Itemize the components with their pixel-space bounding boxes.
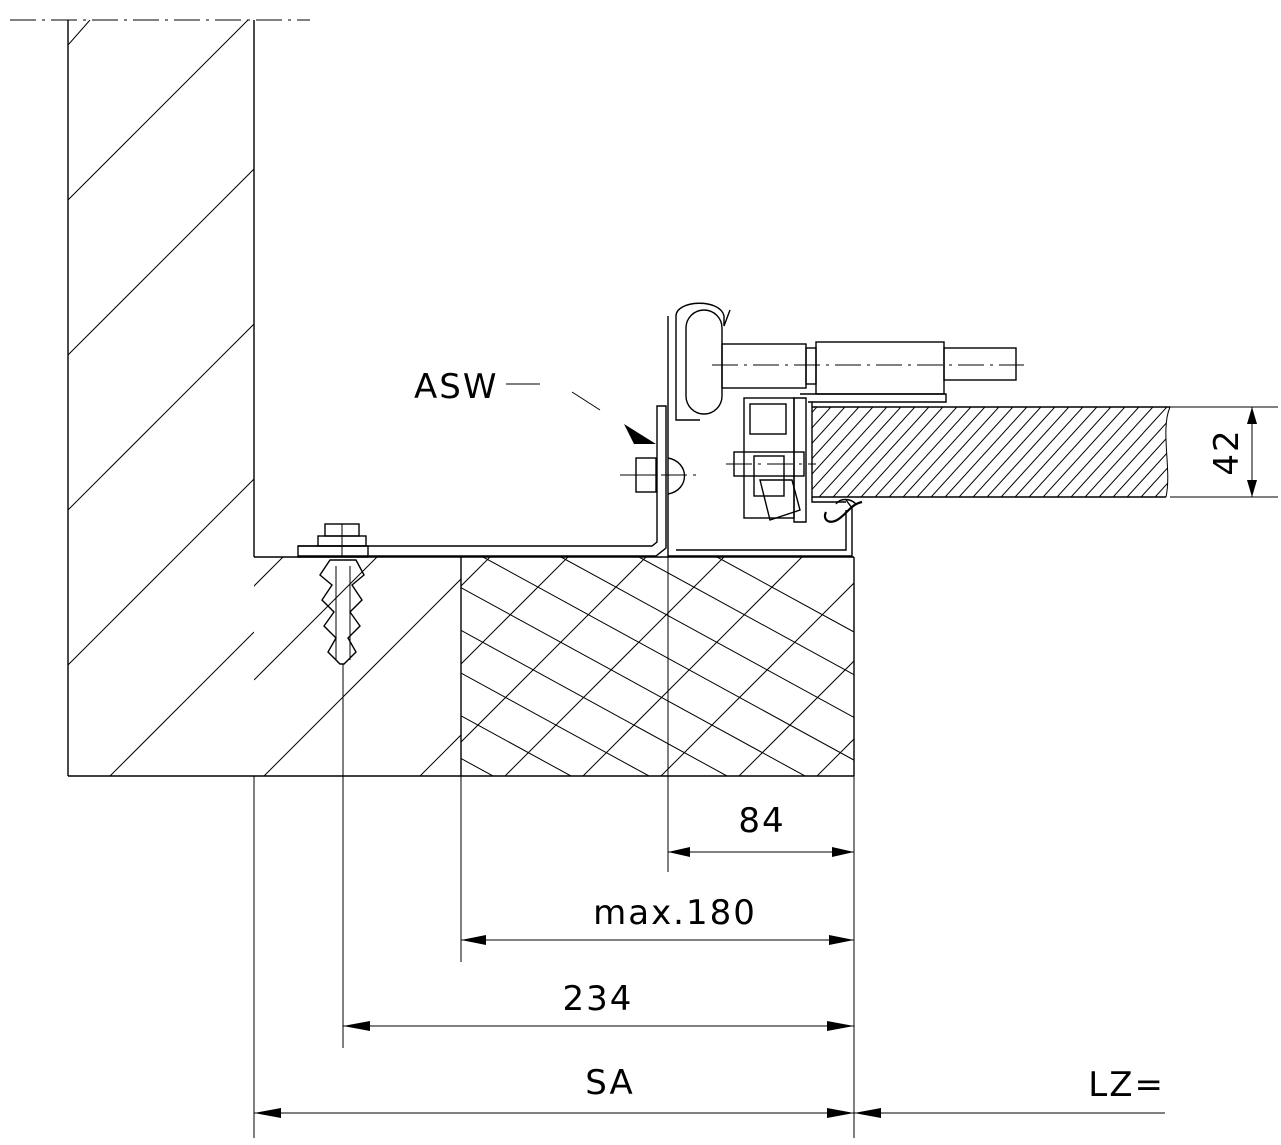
- hatch-line: [560, 557, 854, 718]
- frame-profile: [675, 302, 1024, 523]
- hatch-line: [1033, 407, 1135, 497]
- hatch-line: [870, 557, 1270, 957]
- hatch-line: [1260, 557, 1281, 957]
- hatch-line: [461, 587, 806, 776]
- hatch-line: [461, 715, 572, 776]
- hatch-line: [461, 672, 650, 776]
- hatch-line: [921, 407, 1023, 497]
- hatch-line: [1075, 407, 1170, 497]
- hatch-line: [812, 407, 883, 497]
- anchor-dowel: [297, 523, 369, 665]
- hatch-line: [0, 557, 334, 957]
- dim-84-label: 84: [738, 801, 785, 841]
- hatch-line: [907, 407, 1009, 497]
- dim-234-label: 234: [563, 979, 634, 1019]
- hatch-line: [1019, 407, 1121, 497]
- hatch-line: [865, 407, 967, 497]
- hatch-line: [1005, 407, 1107, 497]
- asw-bracket: [298, 316, 853, 557]
- dim-sa-label: SA: [585, 1063, 634, 1103]
- hatch-line: [812, 407, 897, 497]
- hatch-line: [823, 407, 925, 497]
- asw-callout: ASW: [414, 367, 656, 444]
- hatch-line: [738, 660, 854, 776]
- hatch-line: [714, 557, 1114, 957]
- hatch-line: [0, 557, 181, 776]
- hatch-line: [1131, 407, 1170, 497]
- hatch-line: [935, 407, 1037, 497]
- hatch-line: [963, 407, 1065, 497]
- hatch-line: [1089, 407, 1170, 497]
- hatch-line: [0, 557, 256, 957]
- hatch-line: [638, 557, 854, 676]
- hatch-line: [461, 557, 647, 743]
- hatch-line: [812, 407, 855, 497]
- hatch-line: [482, 557, 854, 761]
- hatch-line: [893, 407, 995, 497]
- asw-label: ASW: [414, 367, 498, 407]
- hatch-line: [851, 407, 953, 497]
- hatch-line: [0, 557, 337, 776]
- hatch-line: [461, 557, 569, 665]
- hatch-line: [1026, 557, 1281, 957]
- dimension-42: 42: [1170, 406, 1278, 498]
- hatch-line: [816, 738, 854, 776]
- hatch-line: [792, 557, 1192, 957]
- hatch-line: [1047, 407, 1149, 497]
- hatch-line: [1104, 557, 1281, 957]
- hatch-line: [12, 557, 412, 957]
- dim-42-label: 42: [1207, 428, 1247, 475]
- hatch-line: [948, 557, 1281, 957]
- dim-lz-label: LZ=: [1088, 1065, 1165, 1105]
- hatch-line: [461, 757, 494, 776]
- dim-max180-label: max.180: [593, 893, 757, 933]
- hatch-line: [1061, 407, 1163, 497]
- door-leaf: [811, 402, 1171, 503]
- hatch-line: [812, 407, 911, 497]
- hatch-line: [0, 557, 100, 957]
- hatch-line: [582, 557, 803, 776]
- hatch-line: [949, 407, 1051, 497]
- hatch-line: [977, 407, 1079, 497]
- dimension-lines: 84 max.180 234 SA LZ=: [253, 556, 1165, 1138]
- hatch-line: [1182, 557, 1281, 957]
- hatch-line: [812, 407, 841, 497]
- hatch-line: [504, 557, 725, 776]
- hatch-line: [879, 407, 981, 497]
- hatch-line: [461, 557, 491, 587]
- hatch-line: [716, 557, 854, 633]
- hatch-line: [0, 557, 178, 957]
- insulation: [0, 557, 1281, 957]
- hatch-line: [812, 407, 869, 497]
- hatch-line: [837, 407, 939, 497]
- hatch-line: [991, 407, 1093, 497]
- hatch-line: [1145, 407, 1170, 497]
- hatch-line: [461, 629, 728, 776]
- hatch-line: [1103, 407, 1170, 497]
- hatch-line: [660, 582, 854, 776]
